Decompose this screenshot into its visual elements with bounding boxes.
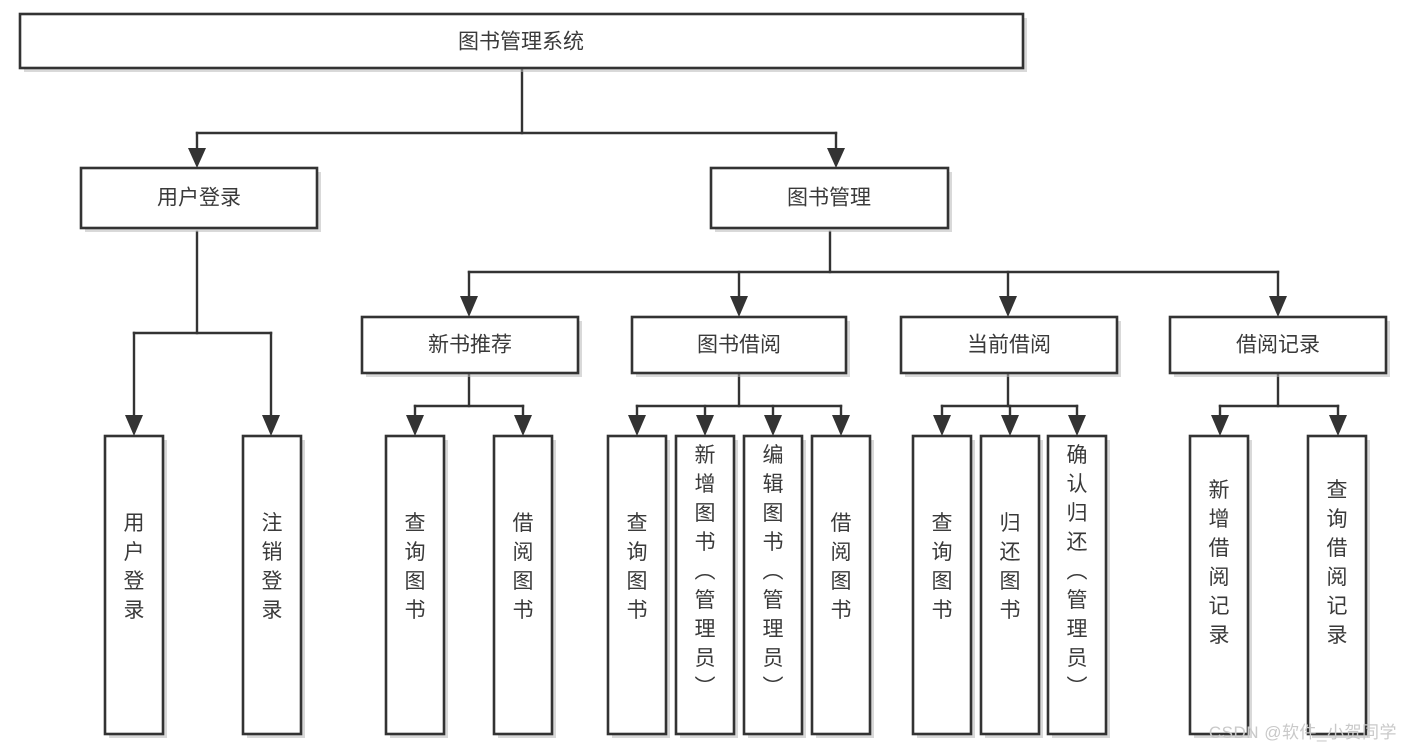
node-current[interactable]: 当前借阅 — [899, 315, 1121, 377]
leaf-nb-borrow-box — [492, 434, 554, 736]
arrowhead-cu-query — [933, 415, 951, 436]
arrowhead-nb-query — [406, 415, 424, 436]
leaf-cu-query[interactable]: 查询图书 — [911, 434, 975, 738]
leaf-nb-query-label: 查询图书 — [405, 512, 426, 622]
node-layer: 图书管理系统 用户登录 图书管理 新书推荐 — [18, 12, 1390, 738]
leaf-user-login[interactable]: 用户登录 — [103, 434, 167, 738]
leaf-re-query-label: 查询借阅记录 — [1327, 479, 1348, 647]
leaf-cu-query-box — [911, 434, 973, 736]
node-root[interactable]: 图书管理系统 — [18, 12, 1027, 72]
arrowhead-cu-return — [1001, 415, 1019, 436]
leaf-re-add[interactable]: 新增借阅记录 — [1188, 434, 1252, 738]
node-new-book[interactable]: 新书推荐 — [360, 315, 582, 377]
leaf-cu-return[interactable]: 归还图书 — [979, 434, 1043, 738]
leaf-bo-lend-label: 借阅图书 — [831, 512, 852, 622]
node-root-box — [18, 12, 1025, 70]
leaf-user-logout[interactable]: 注销登录 — [241, 434, 305, 738]
leaf-user-login-label: 用户登录 — [124, 512, 145, 622]
leaf-user-logout-box — [241, 434, 303, 736]
node-borrow-label: 图书借阅 — [697, 334, 781, 357]
leaf-bo-add-box — [674, 434, 736, 736]
node-user-login-label: 用户登录 — [157, 187, 241, 210]
arrowhead-current — [999, 296, 1017, 317]
leaf-bo-lend-box — [810, 434, 872, 736]
node-current-label: 当前借阅 — [967, 334, 1051, 357]
leaf-cu-confirm[interactable]: 确认归还︵管理员︶ — [1046, 434, 1110, 738]
arrowhead-re-query — [1329, 415, 1347, 436]
node-record-label: 借阅记录 — [1236, 334, 1320, 357]
leaf-bo-query[interactable]: 查询图书 — [606, 434, 670, 738]
arrowhead-book-manage — [827, 148, 845, 168]
csdn-watermark: CSDN @软件_小贺同学 — [1208, 723, 1397, 742]
leaf-bo-add[interactable]: 新增图书︵管理员︶ — [674, 434, 738, 738]
leaf-nb-borrow[interactable]: 借阅图书 — [492, 434, 556, 738]
leaf-nb-query[interactable]: 查询图书 — [384, 434, 448, 738]
leaf-re-query[interactable]: 查询借阅记录 — [1306, 434, 1370, 738]
leaf-bo-query-box — [606, 434, 668, 736]
node-borrow-box — [630, 315, 848, 375]
leaf-bo-lend[interactable]: 借阅图书 — [810, 434, 874, 738]
arrowhead-leaf-user-logout — [262, 415, 280, 436]
leaf-nb-query-box — [384, 434, 446, 736]
leaf-re-add-box — [1188, 434, 1250, 736]
connector-layer — [125, 66, 1347, 436]
leaf-cu-return-box — [979, 434, 1041, 736]
leaf-cu-return-label: 归还图书 — [1000, 512, 1021, 622]
leaf-bo-edit-label: 编辑图书︵管理员︶ — [763, 444, 784, 699]
arrowhead-re-add — [1211, 415, 1229, 436]
node-new-book-label: 新书推荐 — [428, 334, 512, 357]
node-record[interactable]: 借阅记录 — [1168, 315, 1390, 377]
leaf-cu-query-label: 查询图书 — [932, 512, 953, 622]
arrowhead-leaf-user-login — [125, 415, 143, 436]
leaf-user-login-box — [103, 434, 165, 736]
arrowhead-bo-add — [696, 415, 714, 436]
node-user-login[interactable]: 用户登录 — [79, 166, 321, 232]
node-root-label: 图书管理系统 — [458, 31, 584, 54]
leaf-cu-confirm-label: 确认归还︵管理员︶ — [1067, 444, 1088, 699]
leaf-bo-edit-box — [742, 434, 804, 736]
arrowhead-user-login — [188, 148, 206, 168]
leaf-user-logout-label: 注销登录 — [262, 512, 283, 622]
leaf-cu-confirm-box — [1046, 434, 1108, 736]
leaf-re-query-box — [1306, 434, 1368, 736]
node-current-box — [899, 315, 1119, 375]
node-record-box — [1168, 315, 1388, 375]
leaf-nb-borrow-label: 借阅图书 — [513, 512, 534, 622]
arrowhead-bo-query — [628, 415, 646, 436]
node-book-manage[interactable]: 图书管理 — [709, 166, 952, 232]
leaf-re-add-label: 新增借阅记录 — [1209, 479, 1230, 647]
leaf-bo-edit[interactable]: 编辑图书︵管理员︶ — [742, 434, 806, 738]
node-new-book-box — [360, 315, 580, 375]
node-book-manage-box — [709, 166, 950, 230]
arrowhead-record — [1269, 296, 1287, 317]
arrowhead-borrow — [730, 296, 748, 317]
node-book-manage-label: 图书管理 — [787, 187, 871, 210]
leaf-bo-query-label: 查询图书 — [627, 512, 648, 622]
node-user-login-box — [79, 166, 319, 230]
leaf-bo-add-label: 新增图书︵管理员︶ — [695, 444, 716, 699]
arrowhead-new-book — [460, 296, 478, 317]
arrowhead-cu-confirm — [1068, 415, 1086, 436]
arrowhead-nb-borrow — [514, 415, 532, 436]
arrowhead-bo-lend — [832, 415, 850, 436]
node-borrow[interactable]: 图书借阅 — [630, 315, 850, 377]
arrowhead-bo-edit — [764, 415, 782, 436]
